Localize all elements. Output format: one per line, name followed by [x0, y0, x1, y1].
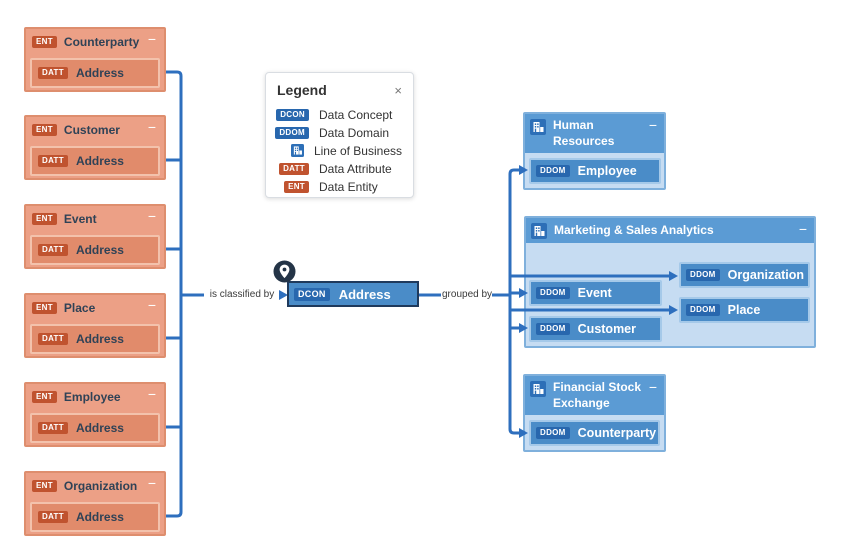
domain-node-customer[interactable]: DDOM Customer — [529, 316, 662, 342]
edge-label-grouped-by: grouped by — [442, 289, 493, 300]
domain-name: Customer — [577, 322, 636, 336]
dcon-badge: DCON — [294, 287, 330, 301]
ddom-badge: DDOM — [686, 304, 720, 316]
ent-badge: ENT — [32, 124, 57, 136]
attribute-node-address[interactable]: DATT Address — [30, 324, 160, 354]
attribute-name: Address — [75, 421, 124, 435]
entity-node-customer[interactable]: ENT Customer − DATT Address — [24, 115, 166, 180]
entity-header: ENT Event − — [26, 206, 164, 226]
lob-header: Financial Stock Exchange − — [525, 376, 664, 416]
attribute-node-address[interactable]: DATT Address — [30, 146, 160, 176]
attribute-node-address[interactable]: DATT Address — [30, 235, 160, 265]
datt-badge: DATT — [38, 422, 68, 434]
entity-name: Place — [63, 301, 96, 315]
lob-title: Financial Stock Exchange — [553, 380, 642, 410]
collapse-icon[interactable]: − — [147, 31, 156, 47]
domain-node-place[interactable]: DDOM Place — [679, 297, 810, 323]
datt-badge: DATT — [38, 67, 68, 79]
concept-name: Address — [338, 286, 391, 302]
collapse-icon[interactable]: − — [648, 379, 657, 395]
legend-item-data-domain: DDOM Data Domain — [275, 126, 402, 140]
entity-name: Employee — [63, 390, 121, 404]
attribute-node-address[interactable]: DATT Address — [30, 413, 160, 443]
ent-badge: ENT — [284, 180, 309, 193]
close-icon[interactable]: × — [394, 82, 402, 98]
entity-header: ENT Organization − — [26, 473, 164, 493]
domain-name: Place — [727, 303, 761, 317]
legend-item-data-concept: DCON Data Concept — [276, 108, 402, 122]
line-of-business-icon — [530, 381, 546, 397]
domain-name: Event — [577, 286, 612, 300]
attribute-name: Address — [75, 243, 124, 257]
line-of-business-icon — [531, 223, 547, 239]
legend-panel: Legend × DCON Data Concept DDOM Data Dom… — [265, 72, 414, 198]
datt-badge: DATT — [38, 155, 68, 167]
domain-name: Organization — [727, 268, 805, 282]
collapse-icon[interactable]: − — [147, 475, 156, 491]
ddom-badge: DDOM — [536, 323, 570, 335]
entity-header: ENT Counterparty − — [26, 29, 164, 49]
datt-badge: DATT — [38, 333, 68, 345]
entity-node-organization[interactable]: ENT Organization − DATT Address — [24, 471, 166, 536]
entity-header: ENT Customer − — [26, 117, 164, 137]
attribute-node-address[interactable]: DATT Address — [30, 502, 160, 532]
ent-badge: ENT — [32, 302, 57, 314]
ddom-badge: DDOM — [536, 165, 570, 177]
entity-name: Organization — [63, 479, 138, 493]
domain-node-counterparty[interactable]: DDOM Counterparty — [529, 420, 660, 446]
ddom-badge: DDOM — [536, 287, 570, 299]
legend-item-data-entity: ENT Data Entity — [277, 180, 402, 194]
ent-badge: ENT — [32, 213, 57, 225]
datt-badge: DATT — [279, 162, 309, 175]
collapse-icon[interactable]: − — [147, 208, 156, 224]
line-of-business-icon — [530, 119, 546, 135]
datt-badge: DATT — [38, 511, 68, 523]
edge-label-is-classified-by: is classified by — [209, 289, 275, 300]
collapse-icon[interactable]: − — [147, 119, 156, 135]
ddom-badge: DDOM — [275, 126, 309, 139]
entity-node-place[interactable]: ENT Place − DATT Address — [24, 293, 166, 358]
domain-node-organization[interactable]: DDOM Organization — [679, 262, 810, 288]
entity-node-employee[interactable]: ENT Employee − DATT Address — [24, 382, 166, 447]
attribute-name: Address — [75, 332, 124, 346]
entity-node-counterparty[interactable]: ENT Counterparty − DATT Address — [24, 27, 166, 92]
datt-badge: DATT — [38, 244, 68, 256]
domain-name: Employee — [577, 164, 637, 178]
collapse-icon[interactable]: − — [147, 297, 156, 313]
legend-item-data-attribute: DATT Data Attribute — [277, 162, 402, 176]
ddom-badge: DDOM — [536, 427, 570, 439]
attribute-name: Address — [75, 510, 124, 524]
entity-header: ENT Employee − — [26, 384, 164, 404]
concept-node-address[interactable]: DCON Address — [287, 281, 419, 307]
ent-badge: ENT — [32, 391, 57, 403]
ent-badge: ENT — [32, 36, 57, 48]
location-pin-icon — [273, 260, 296, 283]
line-of-business-icon — [290, 144, 304, 157]
attribute-name: Address — [75, 154, 124, 168]
entity-name: Counterparty — [63, 35, 140, 49]
entity-node-event[interactable]: ENT Event − DATT Address — [24, 204, 166, 269]
dcon-badge: DCON — [276, 108, 309, 121]
collapse-icon[interactable]: − — [648, 117, 657, 133]
lob-header: Human Resources − — [525, 114, 664, 154]
domain-node-employee[interactable]: DDOM Employee — [529, 158, 661, 184]
attribute-node-address[interactable]: DATT Address — [30, 58, 160, 88]
entity-name: Event — [63, 212, 97, 226]
lob-title: Marketing & Sales Analytics — [554, 222, 714, 237]
entity-header: ENT Place − — [26, 295, 164, 315]
entity-name: Customer — [63, 123, 120, 137]
attribute-name: Address — [75, 66, 124, 80]
domain-node-event[interactable]: DDOM Event — [529, 280, 662, 306]
legend-title: Legend — [277, 82, 327, 98]
ddom-badge: DDOM — [686, 269, 720, 281]
lob-header: Marketing & Sales Analytics − — [526, 218, 814, 243]
domain-name: Counterparty — [577, 426, 657, 440]
ent-badge: ENT — [32, 480, 57, 492]
lob-title: Human Resources — [553, 118, 615, 148]
collapse-icon[interactable]: − — [798, 221, 807, 237]
collapse-icon[interactable]: − — [147, 386, 156, 402]
legend-item-line-of-business: Line of Business — [277, 144, 402, 158]
